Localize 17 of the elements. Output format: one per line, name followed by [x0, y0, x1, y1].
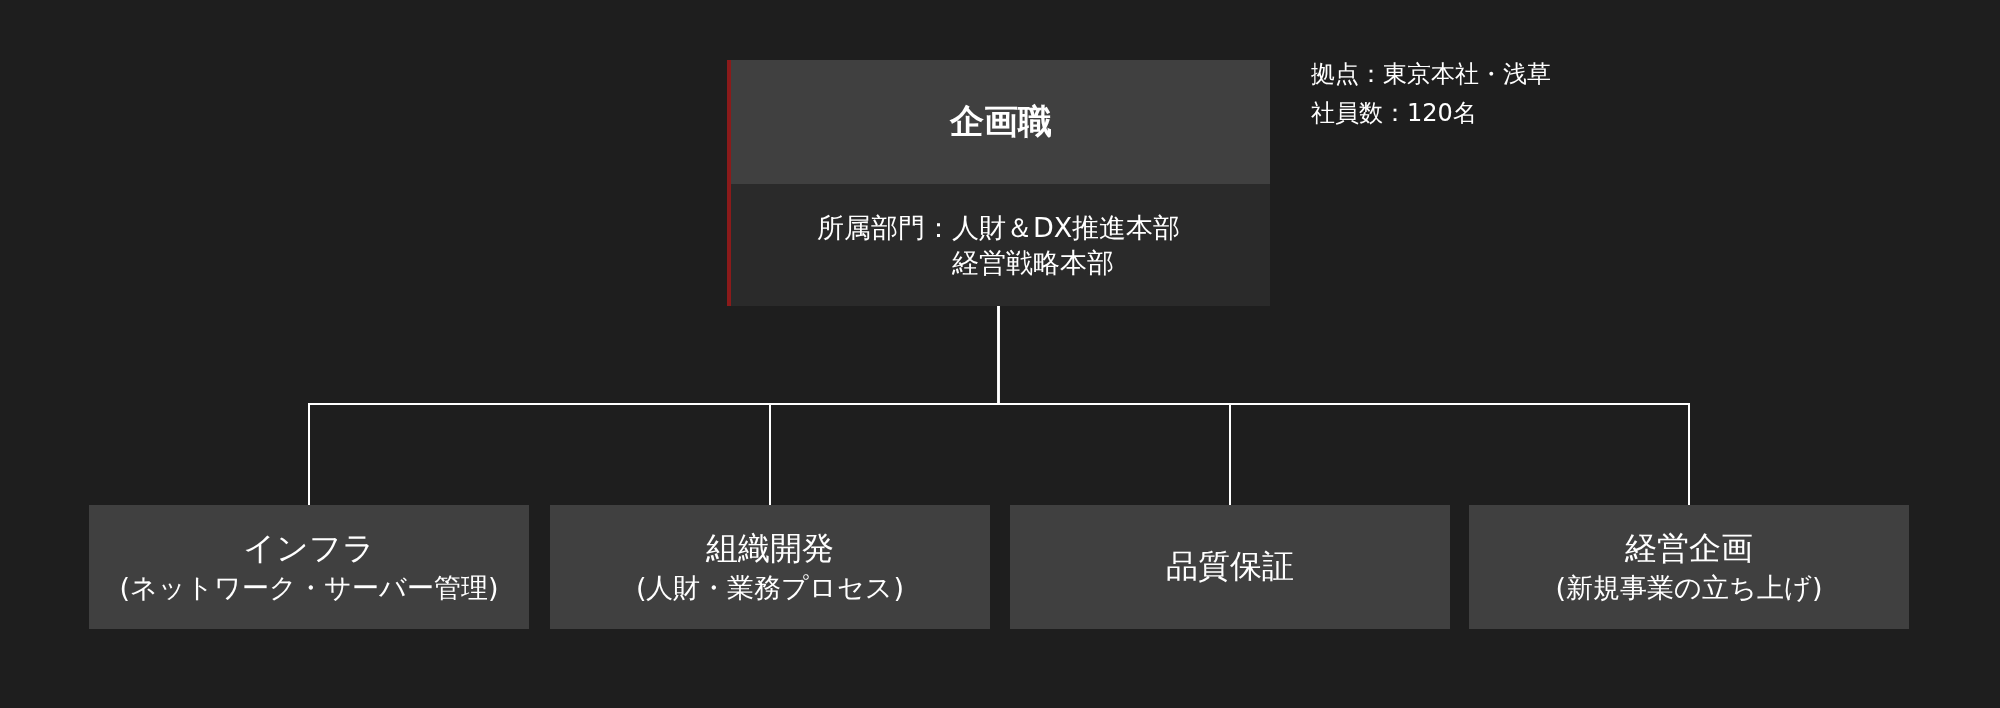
role-name: インフラ [243, 528, 375, 570]
department-text: 所属部門：人財＆DX推進本部経営戦略本部 [816, 210, 1182, 280]
role-detail: (新規事業の立ち上げ) [1555, 571, 1823, 606]
role-detail: (人財・業務プロセス) [635, 571, 905, 606]
info-text: 社員数：120名 [1311, 98, 1477, 129]
role-name: 品質保証 [1166, 546, 1294, 588]
info-text: 拠点：東京本社・浅草 [1311, 59, 1551, 90]
job-title: 企画職 [949, 100, 1052, 143]
role-box [1469, 505, 1909, 629]
connector-line [997, 305, 1690, 506]
role-detail: (ネットワーク・サーバー管理) [119, 571, 499, 606]
role-name: 経営企画 [1625, 528, 1753, 570]
role-box [550, 505, 990, 629]
role-box [89, 505, 529, 629]
role-name: 組織開発 [706, 528, 834, 570]
role-box [1010, 505, 1450, 629]
job-card [727, 60, 1270, 306]
